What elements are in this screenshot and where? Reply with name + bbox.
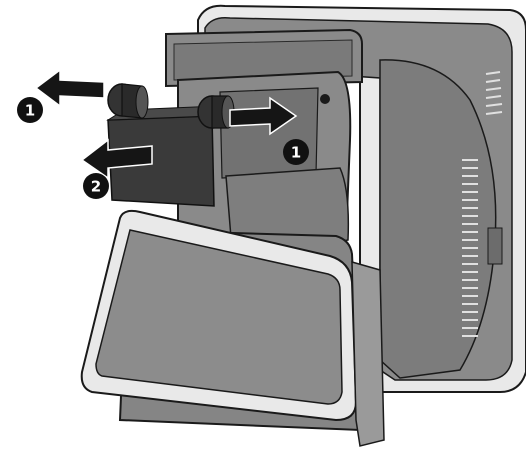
right-hinge-cap <box>197 95 235 129</box>
stand-base <box>80 209 385 447</box>
customer-display-module <box>165 28 363 88</box>
callout-badge: 1 <box>283 139 309 165</box>
callout-badge: 2 <box>83 173 109 199</box>
screw-icon <box>320 94 330 104</box>
arrow-left-icon <box>34 68 105 108</box>
left-hinge-cap <box>107 83 149 119</box>
callout-label: 1 <box>291 144 301 162</box>
arrow-right-icon <box>229 96 298 136</box>
vent-grille <box>462 71 503 337</box>
callout-label: 2 <box>91 178 101 196</box>
callout-label: 1 <box>25 102 35 120</box>
monitor-body <box>197 4 526 393</box>
arrow-left-icon <box>80 138 153 180</box>
callout-badge: 1 <box>17 97 43 123</box>
side-latch <box>487 227 503 265</box>
